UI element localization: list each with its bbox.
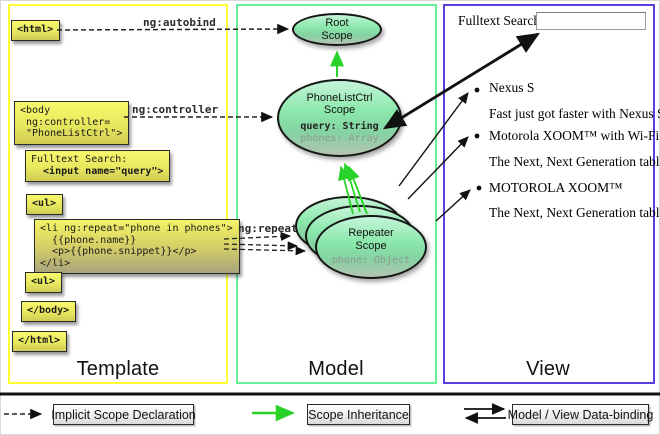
repeater-scope-title: Repeater Scope bbox=[348, 227, 394, 252]
code-body-close: </body> bbox=[21, 301, 77, 322]
phonelistctrl-query-prop: query: String bbox=[300, 120, 379, 132]
code-li-repeat: <li ng:repeat="phone in phones"> {{phone… bbox=[34, 219, 240, 274]
code-fulltext-label: Fulltext Search: bbox=[31, 154, 128, 165]
phonelistctrl-scope-ellipse: PhoneListCtrl Scope query: String phones… bbox=[277, 79, 402, 157]
view-search-input[interactable] bbox=[536, 12, 646, 30]
root-scope-title: Root Scope bbox=[321, 17, 353, 42]
legend-model-view-data-binding: Model / View Data-binding bbox=[508, 404, 653, 425]
template-column-label: Template bbox=[76, 358, 160, 380]
ng-repeat-label: ng:repeat bbox=[238, 222, 298, 235]
legend-scope-inheritance: Scope Inheritance bbox=[307, 404, 410, 425]
repeater-phone-prop: phone: Object bbox=[331, 255, 411, 266]
view-item-desc: The Next, Next Generation tablet. bbox=[489, 154, 660, 169]
view-search-label: Fulltext Search: bbox=[458, 13, 544, 28]
view-item-title: Nexus S bbox=[489, 80, 535, 95]
ng-autobind-label: ng:autobind bbox=[143, 16, 216, 29]
code-input-tag: <input name="query"> bbox=[31, 165, 164, 177]
model-column-label: Model bbox=[308, 358, 364, 380]
code-html-close: </html> bbox=[12, 331, 68, 352]
view-item-desc: The Next, Next Generation tablet. bbox=[489, 205, 660, 220]
view-item-desc: Fast just got faster with Nexus S. bbox=[489, 106, 660, 121]
phonelistctrl-scope-title: PhoneListCtrl Scope bbox=[306, 91, 373, 117]
code-body-open: <body ng:controller= "PhoneListCtrl"> bbox=[14, 101, 130, 145]
view-item-title: MOTOROLA XOOM™ bbox=[489, 180, 623, 195]
ng-controller-label: ng:controller bbox=[132, 103, 219, 116]
repeater-scope-front-ellipse: Repeater Scope phone: Object bbox=[315, 215, 427, 279]
code-fulltext-search: Fulltext Search: <input name="query"> bbox=[25, 150, 171, 182]
code-ul-open: <ul> bbox=[26, 194, 64, 215]
view-column-label: View bbox=[526, 358, 570, 380]
code-ul-close: <ul> bbox=[25, 272, 63, 293]
phonelistctrl-phones-prop: phones: Array bbox=[300, 132, 379, 144]
view-item-title: Motorola XOOM™ with Wi-Fi bbox=[489, 128, 660, 143]
root-scope-ellipse: Root Scope bbox=[292, 13, 382, 46]
legend-implicit-scope-declaration: Implicit Scope Declaration bbox=[51, 404, 196, 425]
code-html-open: <html> bbox=[11, 20, 61, 41]
model-column-frame bbox=[236, 4, 437, 384]
